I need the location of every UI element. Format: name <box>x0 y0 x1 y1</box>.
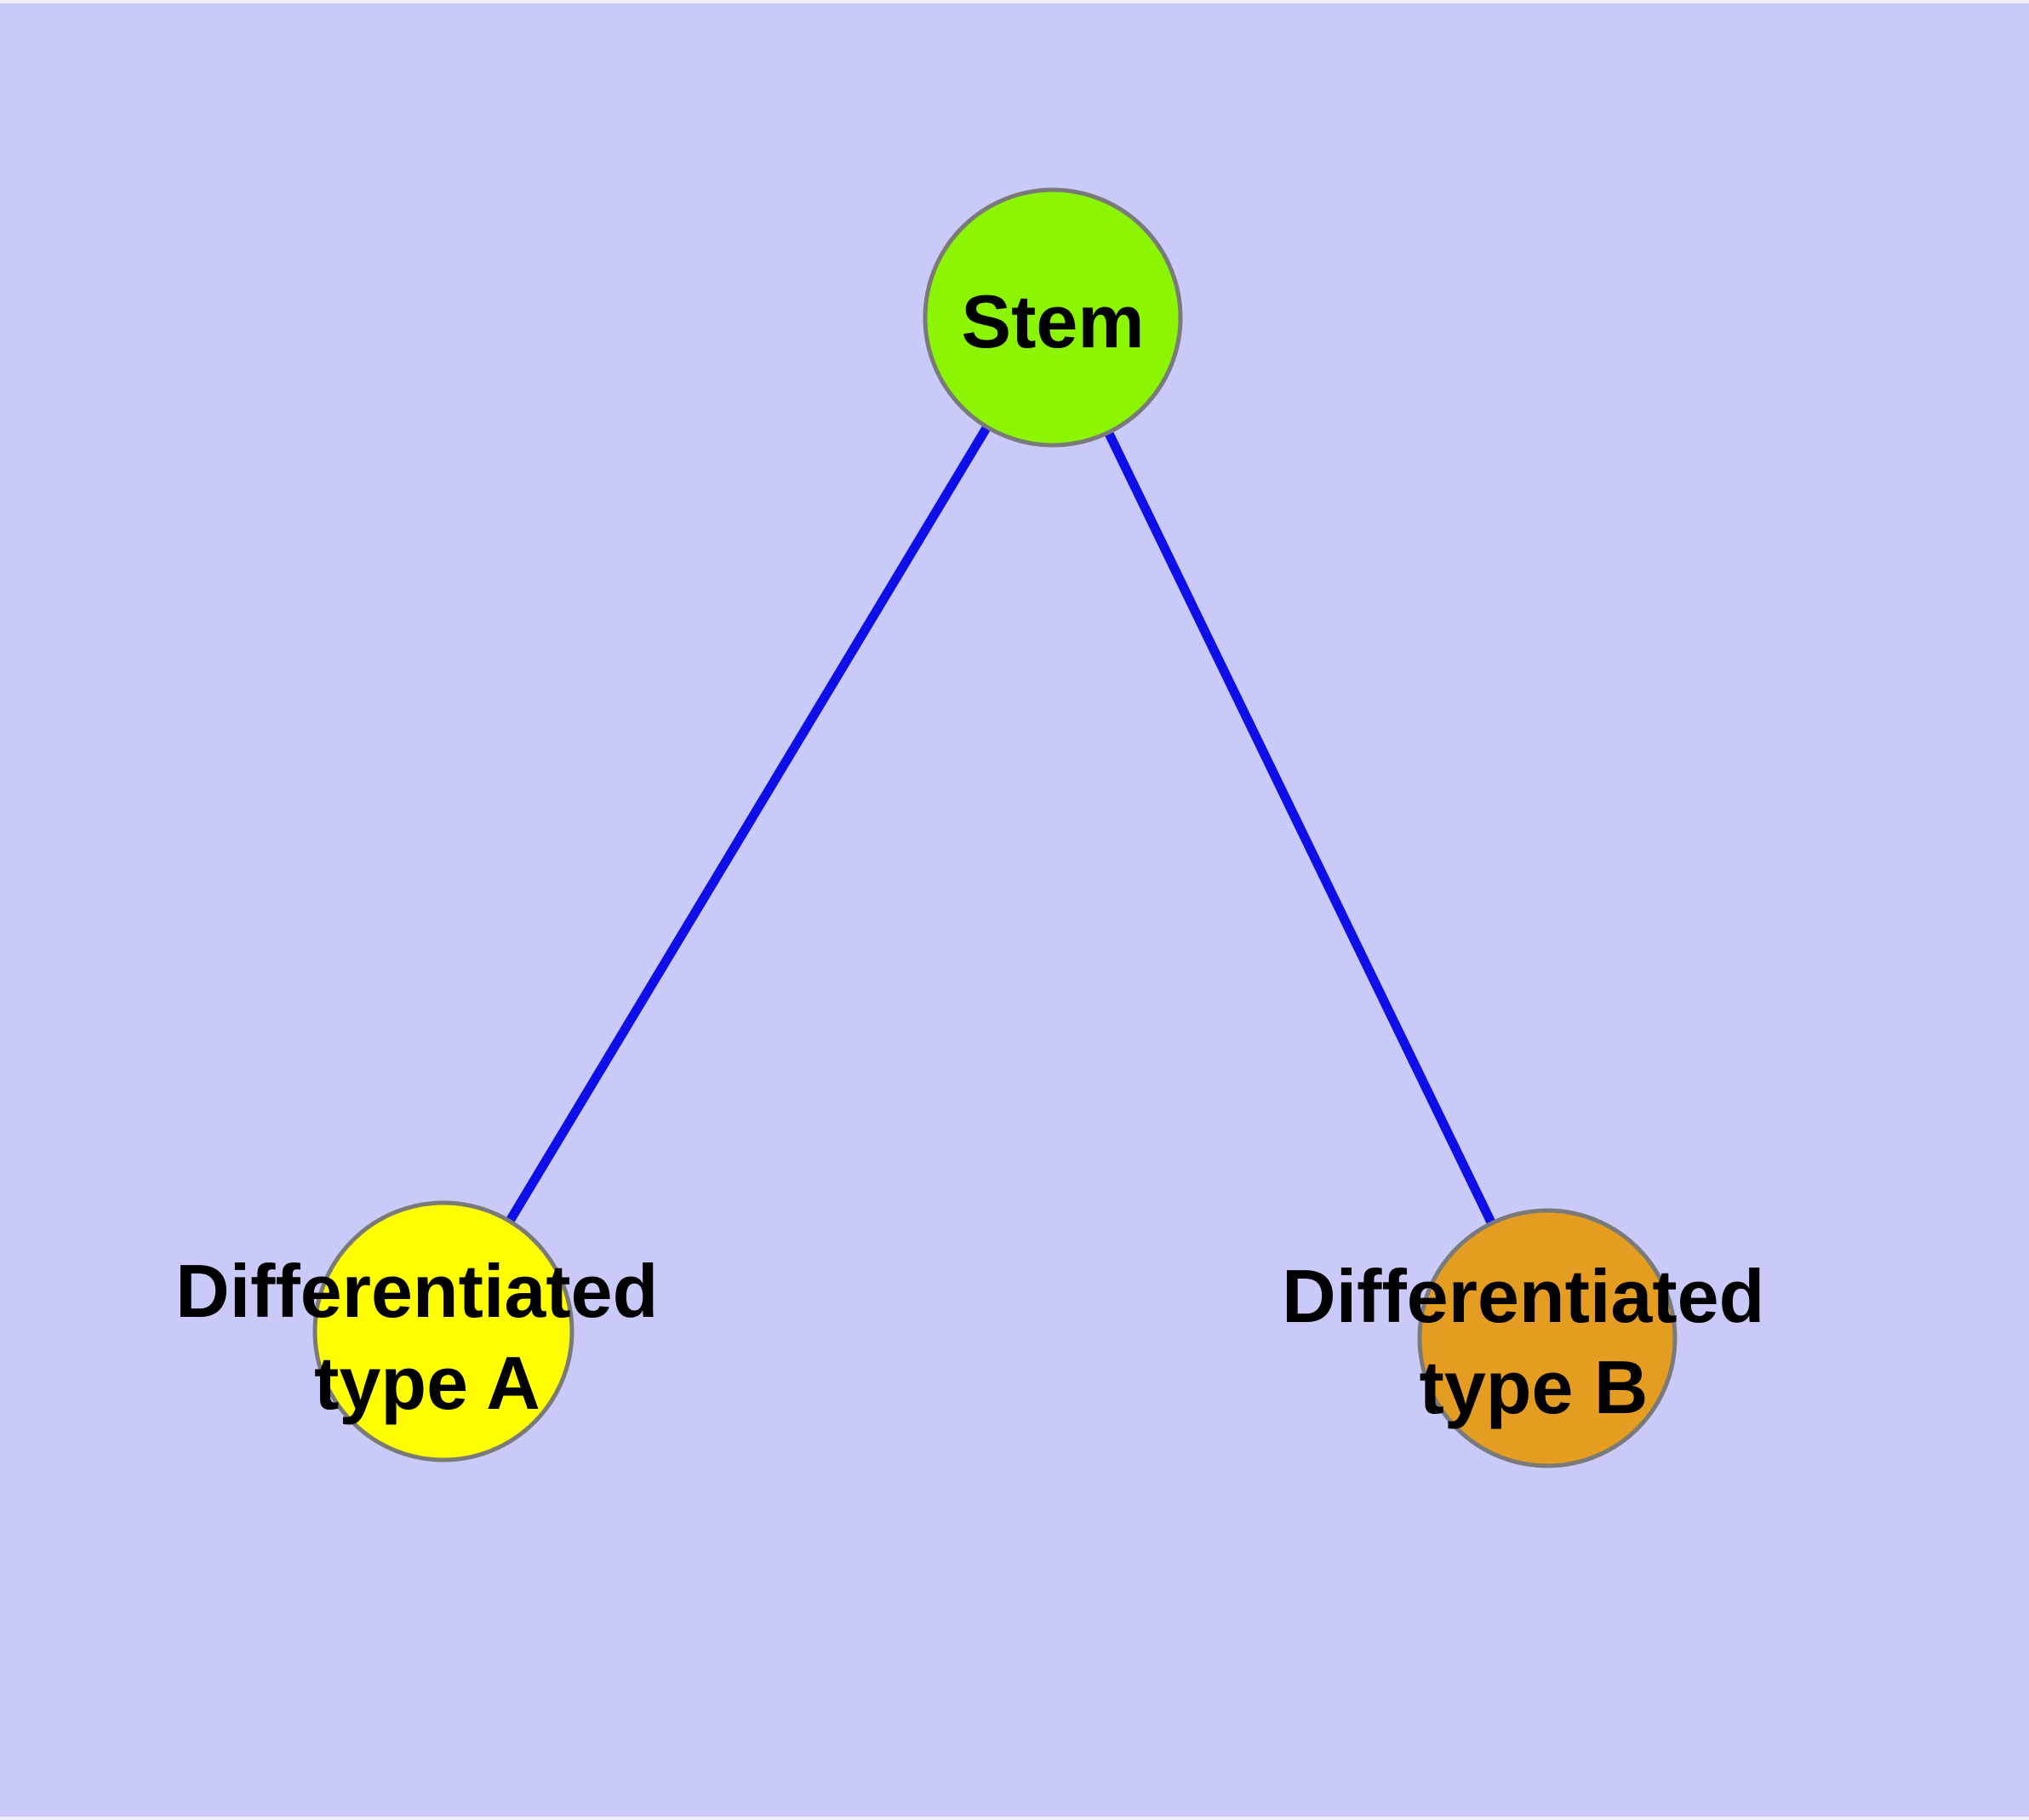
node-differentiated-type-b <box>1417 1208 1677 1468</box>
edge-stem-to-type-b <box>1049 315 1552 1341</box>
node-label-differentiated-type-a: Differentiated type A <box>175 1249 679 1425</box>
node-label-differentiated-type-b: Differentiated type B <box>1282 1254 1786 1429</box>
node-differentiated-type-a <box>312 1200 574 1462</box>
window-edge-top <box>0 0 2029 3</box>
node-label-stem: Stem <box>961 279 1144 363</box>
node-label-type-a-line-2: type A <box>314 1341 540 1425</box>
node-label-type-b-line-2: type B <box>1420 1345 1649 1429</box>
window-edge-bottom <box>0 1817 2029 1820</box>
node-stem <box>923 187 1183 448</box>
node-label-type-b-line-1: Differentiated <box>1282 1254 1764 1338</box>
edge-stem-to-type-a <box>439 315 1057 1334</box>
node-label-type-a-line-1: Differentiated <box>175 1249 658 1333</box>
